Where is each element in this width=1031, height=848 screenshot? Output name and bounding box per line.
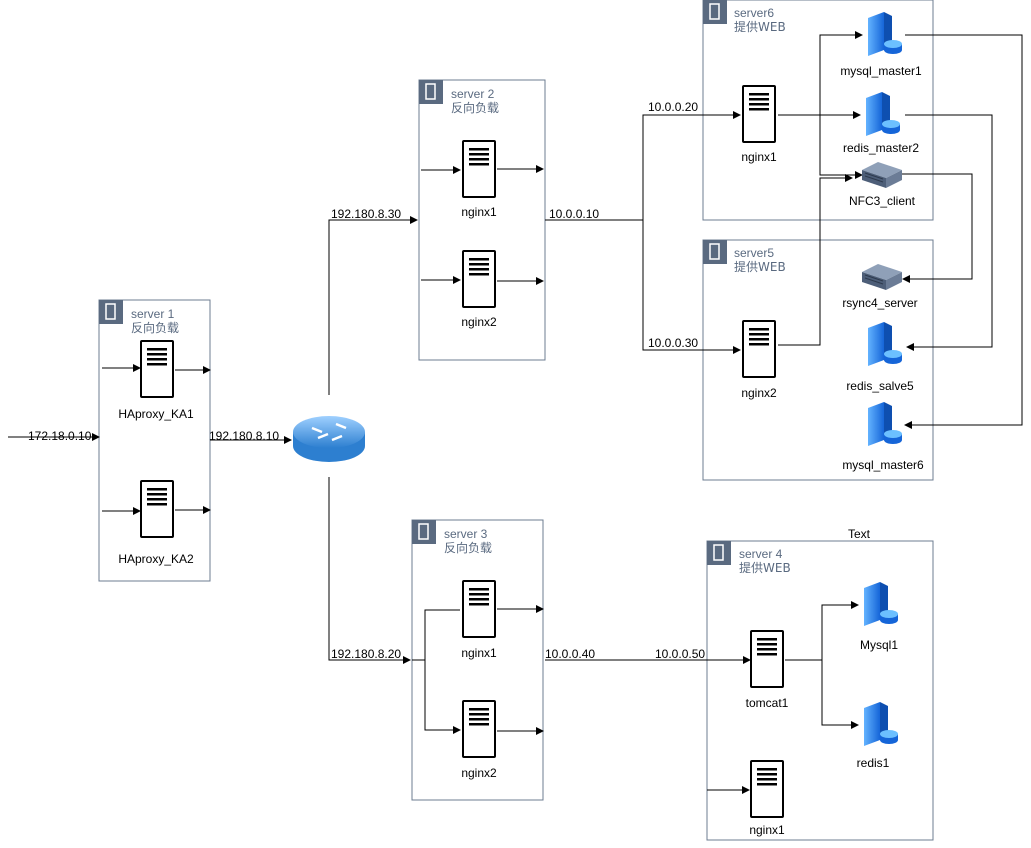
redis-salve5-database-icon[interactable] (868, 322, 902, 366)
haproxy2-label: HAproxy_KA2 (118, 552, 194, 566)
haproxy1-server-icon[interactable] (140, 340, 174, 398)
edges (8, 31, 1023, 794)
redis1-label: redis1 (857, 756, 890, 770)
nfc3-client-label: NFC3_client (849, 194, 916, 208)
s2-nginx1-label: nginx1 (461, 205, 497, 219)
mysql-master6-database-icon[interactable] (868, 402, 902, 446)
group-server6-subtitle: 提供WEB (734, 19, 786, 34)
tomcat1-label: tomcat1 (746, 696, 789, 710)
mysql1-database-icon[interactable] (864, 582, 898, 626)
router-icon[interactable] (293, 416, 365, 462)
s2-nginx1-server-icon[interactable] (462, 140, 496, 198)
haproxy2-server-icon[interactable] (140, 480, 174, 538)
redis1-database-icon[interactable] (864, 702, 898, 746)
ip-s3-out-label: 10.0.0.40 (545, 647, 595, 661)
ip-s5-in-label: 10.0.0.30 (648, 336, 698, 350)
group-server6-title: server6 (734, 6, 774, 20)
ip-server3-label: 192.180.8.20 (331, 647, 401, 661)
s6-nginx1-server-icon[interactable] (742, 85, 776, 143)
mysql-master1-database-icon[interactable] (868, 12, 902, 56)
ip-s6-in-label: 10.0.0.20 (648, 100, 698, 114)
s4-nginx1-label: nginx1 (749, 823, 785, 837)
edge-router-server3 (328, 477, 411, 664)
s3-nginx2-label: nginx2 (461, 766, 497, 780)
group-server5-subtitle: 提供WEB (734, 259, 786, 274)
group-server2-title: server 2 (451, 87, 495, 101)
edge-nginx2-nfc3 (778, 174, 853, 346)
group-server2: server 2 反向负载 (418, 79, 546, 361)
edge-s3-in1 (412, 609, 460, 661)
group-server3-subtitle: 反向负载 (444, 540, 492, 555)
nfc3-rack-server-icon[interactable] (861, 161, 903, 189)
haproxy1-label: HAproxy_KA1 (118, 407, 194, 421)
edge-nginx1-mysql1 (819, 31, 863, 115)
edge-redis2-redis5 (905, 114, 993, 351)
s3-nginx1-server-icon[interactable] (462, 580, 496, 638)
ip-s2-out-label: 10.0.0.10 (549, 207, 599, 221)
group-server1-title: server 1 (131, 307, 175, 321)
rsync4-server-label: rsync4_server (842, 296, 917, 310)
edge-s3-in2 (424, 660, 461, 734)
s3-nginx2-server-icon[interactable] (462, 700, 496, 758)
group-server4-subtitle: 提供WEB (739, 560, 791, 575)
redis-master2-database-icon[interactable] (866, 92, 900, 136)
group-server6: server6 提供WEB (702, 0, 934, 221)
ip-s4-in-label: 10.0.0.50 (655, 647, 705, 661)
s5-nginx2-label: nginx2 (741, 386, 777, 400)
edge-router-server2 (328, 216, 418, 395)
edge-tomcat-mysql1 (785, 601, 859, 661)
group-server2-subtitle: 反向负载 (451, 100, 499, 115)
s5-nginx2-server-icon[interactable] (742, 320, 776, 378)
s4-nginx1-server-icon[interactable] (750, 760, 784, 818)
s2-nginx2-server-icon[interactable] (462, 250, 496, 308)
s3-nginx1-label: nginx1 (461, 646, 497, 660)
s2-nginx2-label: nginx2 (461, 315, 497, 329)
group-server5: server5 提供WEB (702, 239, 934, 481)
edge-tomcat-redis1 (821, 660, 859, 729)
mysql1-label: Mysql1 (860, 638, 898, 652)
group-server1-subtitle: 反向负载 (131, 320, 179, 335)
group-server3-title: server 3 (444, 527, 488, 541)
rsync4-rack-server-icon[interactable] (861, 263, 903, 291)
ip-router-in-label: 192.180.8.10 (209, 429, 279, 443)
mysql-master6-label: mysql_master6 (842, 458, 924, 472)
free-text-label: Text (848, 527, 871, 541)
mysql-master1-label: mysql_master1 (840, 64, 922, 78)
group-server5-title: server5 (734, 246, 774, 260)
edge-mysql1-mysql6 (904, 34, 1023, 429)
group-server4-title: server 4 (739, 547, 783, 561)
tomcat1-server-icon[interactable] (750, 630, 784, 688)
edge-s2-to-s6 (545, 111, 741, 221)
ip-server2-label: 192.180.8.30 (331, 207, 401, 221)
redis-master2-label: redis_master2 (843, 141, 919, 155)
ip-input-label: 172.18.0.10 (28, 429, 92, 443)
s6-nginx1-label: nginx1 (741, 150, 777, 164)
group-server4: server 4 提供WEB (706, 540, 934, 841)
edge-nfc3-rsync4 (902, 173, 973, 283)
group-server1: server 1 反向负载 (98, 299, 211, 582)
redis-salve5-label: redis_salve5 (846, 379, 914, 393)
edge-s2-to-s5 (642, 220, 741, 354)
